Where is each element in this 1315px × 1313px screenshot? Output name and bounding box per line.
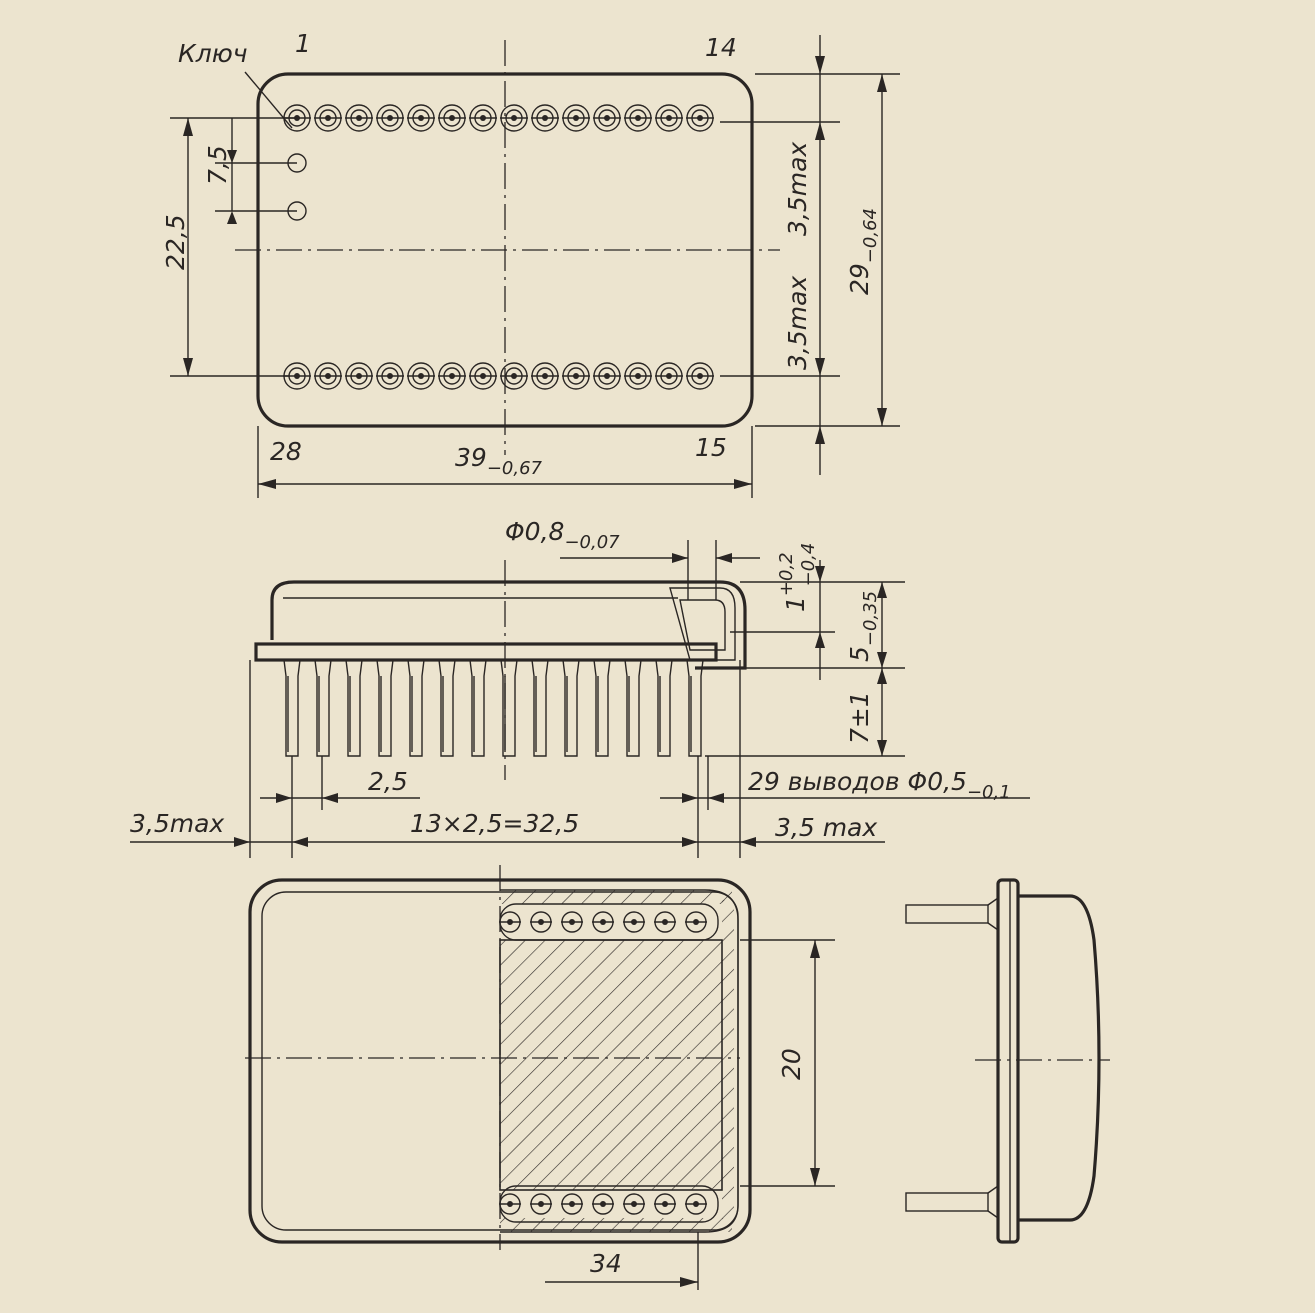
section-pin — [654, 911, 676, 933]
pin-pad — [500, 362, 528, 390]
section-pin — [654, 1193, 676, 1215]
inner-width-dim: 20 — [777, 1048, 806, 1080]
section-pin — [592, 1193, 614, 1215]
lead — [376, 659, 394, 757]
section-pin — [685, 911, 707, 933]
pin-pad — [655, 362, 683, 390]
end-right-dim: 3,5 max — [775, 813, 877, 842]
pin-28-label: 28 — [270, 437, 302, 466]
section-pin — [561, 1193, 583, 1215]
pin-pad — [593, 362, 621, 390]
margin-bottom-dim: 3,5max — [783, 276, 812, 370]
lead — [438, 659, 456, 757]
pin-pad — [624, 362, 652, 390]
section-pin — [530, 911, 552, 933]
lead-length-dim: 7±1 — [845, 691, 874, 744]
pin-pad — [500, 104, 528, 132]
bottom-section-view: 20 34 — [245, 865, 835, 1290]
end-view-lid — [1018, 894, 1101, 1222]
pitch-total-dim: 13×2,5=32,5 — [410, 809, 579, 838]
pin-pad — [624, 104, 652, 132]
end-view — [905, 878, 1110, 1244]
pin-pad — [469, 362, 497, 390]
top-pin-rows — [283, 104, 714, 390]
top-view: Ключ 1 14 28 15 22,5 7,5 3,5max 3,5max — [161, 29, 900, 498]
pin-pad — [531, 104, 559, 132]
lead — [469, 659, 487, 757]
section-pin — [623, 1193, 645, 1215]
section-pin — [499, 1193, 521, 1215]
pin-pad — [407, 104, 435, 132]
pin-1-label: 1 — [295, 29, 311, 58]
hatched-die-area — [499, 939, 723, 1191]
pin-pad — [562, 362, 590, 390]
leads-note: 29 выводов Φ0,5−0,1 — [748, 767, 1011, 803]
pin-pad — [438, 362, 466, 390]
lid-dim: 1+0,2−0,4 — [776, 543, 819, 612]
end-view-lead-bottom — [905, 1192, 989, 1212]
end-view-lead-top — [905, 904, 989, 924]
section-pin — [623, 911, 645, 933]
side-lead-row — [283, 659, 704, 757]
pin-pad — [686, 362, 714, 390]
lead — [655, 659, 673, 757]
lead — [345, 659, 363, 757]
pin-pad — [469, 104, 497, 132]
end-left-dim: 3,5max — [130, 809, 224, 838]
pin-pad — [593, 104, 621, 132]
section-pin — [530, 1193, 552, 1215]
pin-pad — [376, 362, 404, 390]
lid-profile — [270, 580, 747, 670]
section-pin — [561, 911, 583, 933]
lead — [283, 659, 301, 757]
lead-dia-dim: Φ0,8−0,07 — [505, 517, 620, 553]
lead — [407, 659, 425, 757]
width-dim: 29−0,64 — [845, 208, 881, 295]
pin-pad — [314, 104, 342, 132]
pin-pad — [407, 362, 435, 390]
base-plate — [254, 642, 718, 662]
pin-pad — [655, 104, 683, 132]
pin-pad — [314, 362, 342, 390]
pin-pad — [531, 362, 559, 390]
end-view-flange — [996, 878, 1020, 1244]
section-pin — [685, 1193, 707, 1215]
section-pin-rows — [499, 911, 707, 1215]
pin-15-label: 15 — [695, 433, 727, 462]
pin-14-label: 14 — [705, 33, 737, 62]
pin-pad — [562, 104, 590, 132]
lead — [686, 659, 704, 757]
margin-top-dim: 3,5max — [783, 142, 812, 236]
pin-pad — [345, 104, 373, 132]
section-pin — [499, 911, 521, 933]
key-spacing-dim: 7,5 — [203, 145, 232, 185]
pin-pad — [376, 104, 404, 132]
pin-pad — [438, 104, 466, 132]
lead — [314, 659, 332, 757]
height-dim: 5−0,35 — [845, 591, 881, 662]
pin-pad — [345, 362, 373, 390]
lead — [593, 659, 611, 757]
lead — [531, 659, 549, 757]
lead — [624, 659, 642, 757]
length-dim: 39−0,67 — [455, 443, 543, 479]
lead — [562, 659, 580, 757]
section-pin — [592, 911, 614, 933]
lead — [500, 659, 518, 757]
pitch-dim: 2,5 — [368, 767, 408, 796]
side-view: 5−0,35 7±1 1+0,2−0,4 Φ0,8−0,07 2,5 29 вы… — [130, 517, 1030, 858]
inner-length-dim: 34 — [590, 1249, 622, 1278]
row-spacing-dim: 22,5 — [161, 214, 190, 270]
pin-pad — [686, 104, 714, 132]
key-label: Ключ — [178, 39, 248, 68]
